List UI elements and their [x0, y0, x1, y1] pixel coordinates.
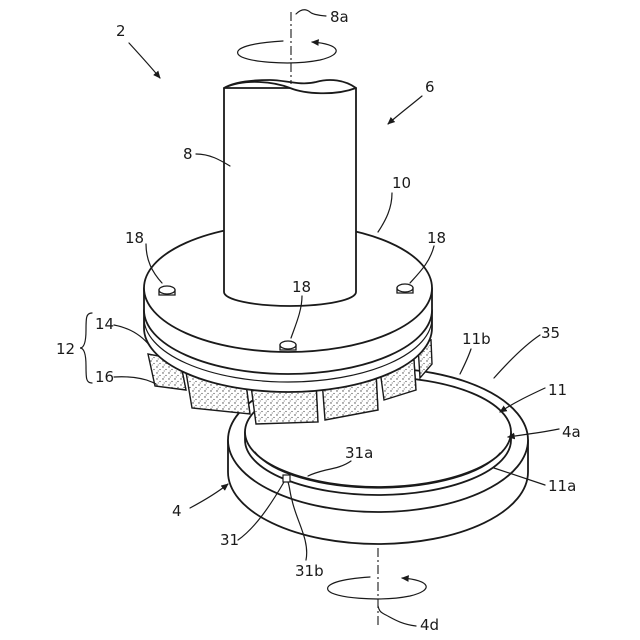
bolt-left: [159, 286, 175, 295]
label-11: 11: [548, 381, 567, 399]
label-8a: 8a: [330, 8, 349, 26]
bolt-front: [280, 341, 296, 350]
brace-12: [80, 313, 92, 383]
label-18-front: 18: [292, 278, 311, 296]
label-10: 10: [392, 174, 411, 192]
label-14: 14: [95, 315, 114, 333]
label-11b: 11b: [462, 330, 491, 348]
label-18-left: 18: [125, 229, 144, 247]
label-31: 31: [220, 531, 239, 549]
label-16: 16: [95, 368, 114, 386]
spindle-rotation-arrow: [238, 41, 337, 63]
label-6: 6: [425, 78, 435, 96]
label-12: 12: [56, 340, 75, 358]
label-8: 8: [183, 145, 193, 163]
label-11a: 11a: [548, 477, 576, 495]
table-rotation-arrow: [328, 577, 427, 599]
label-4: 4: [172, 502, 182, 520]
notch-31: [283, 475, 290, 482]
spindle: [224, 80, 356, 306]
label-4d: 4d: [420, 616, 439, 634]
bolt-right: [397, 284, 413, 293]
label-31b: 31b: [295, 562, 324, 580]
leader-2: [129, 43, 160, 78]
label-2: 2: [116, 22, 126, 40]
leader-6: [388, 96, 422, 124]
label-31a: 31a: [345, 444, 373, 462]
label-4a: 4a: [562, 423, 581, 441]
leader-4: [190, 484, 228, 508]
label-35: 35: [541, 324, 560, 342]
label-18-right: 18: [427, 229, 446, 247]
leader-11: [500, 388, 545, 412]
